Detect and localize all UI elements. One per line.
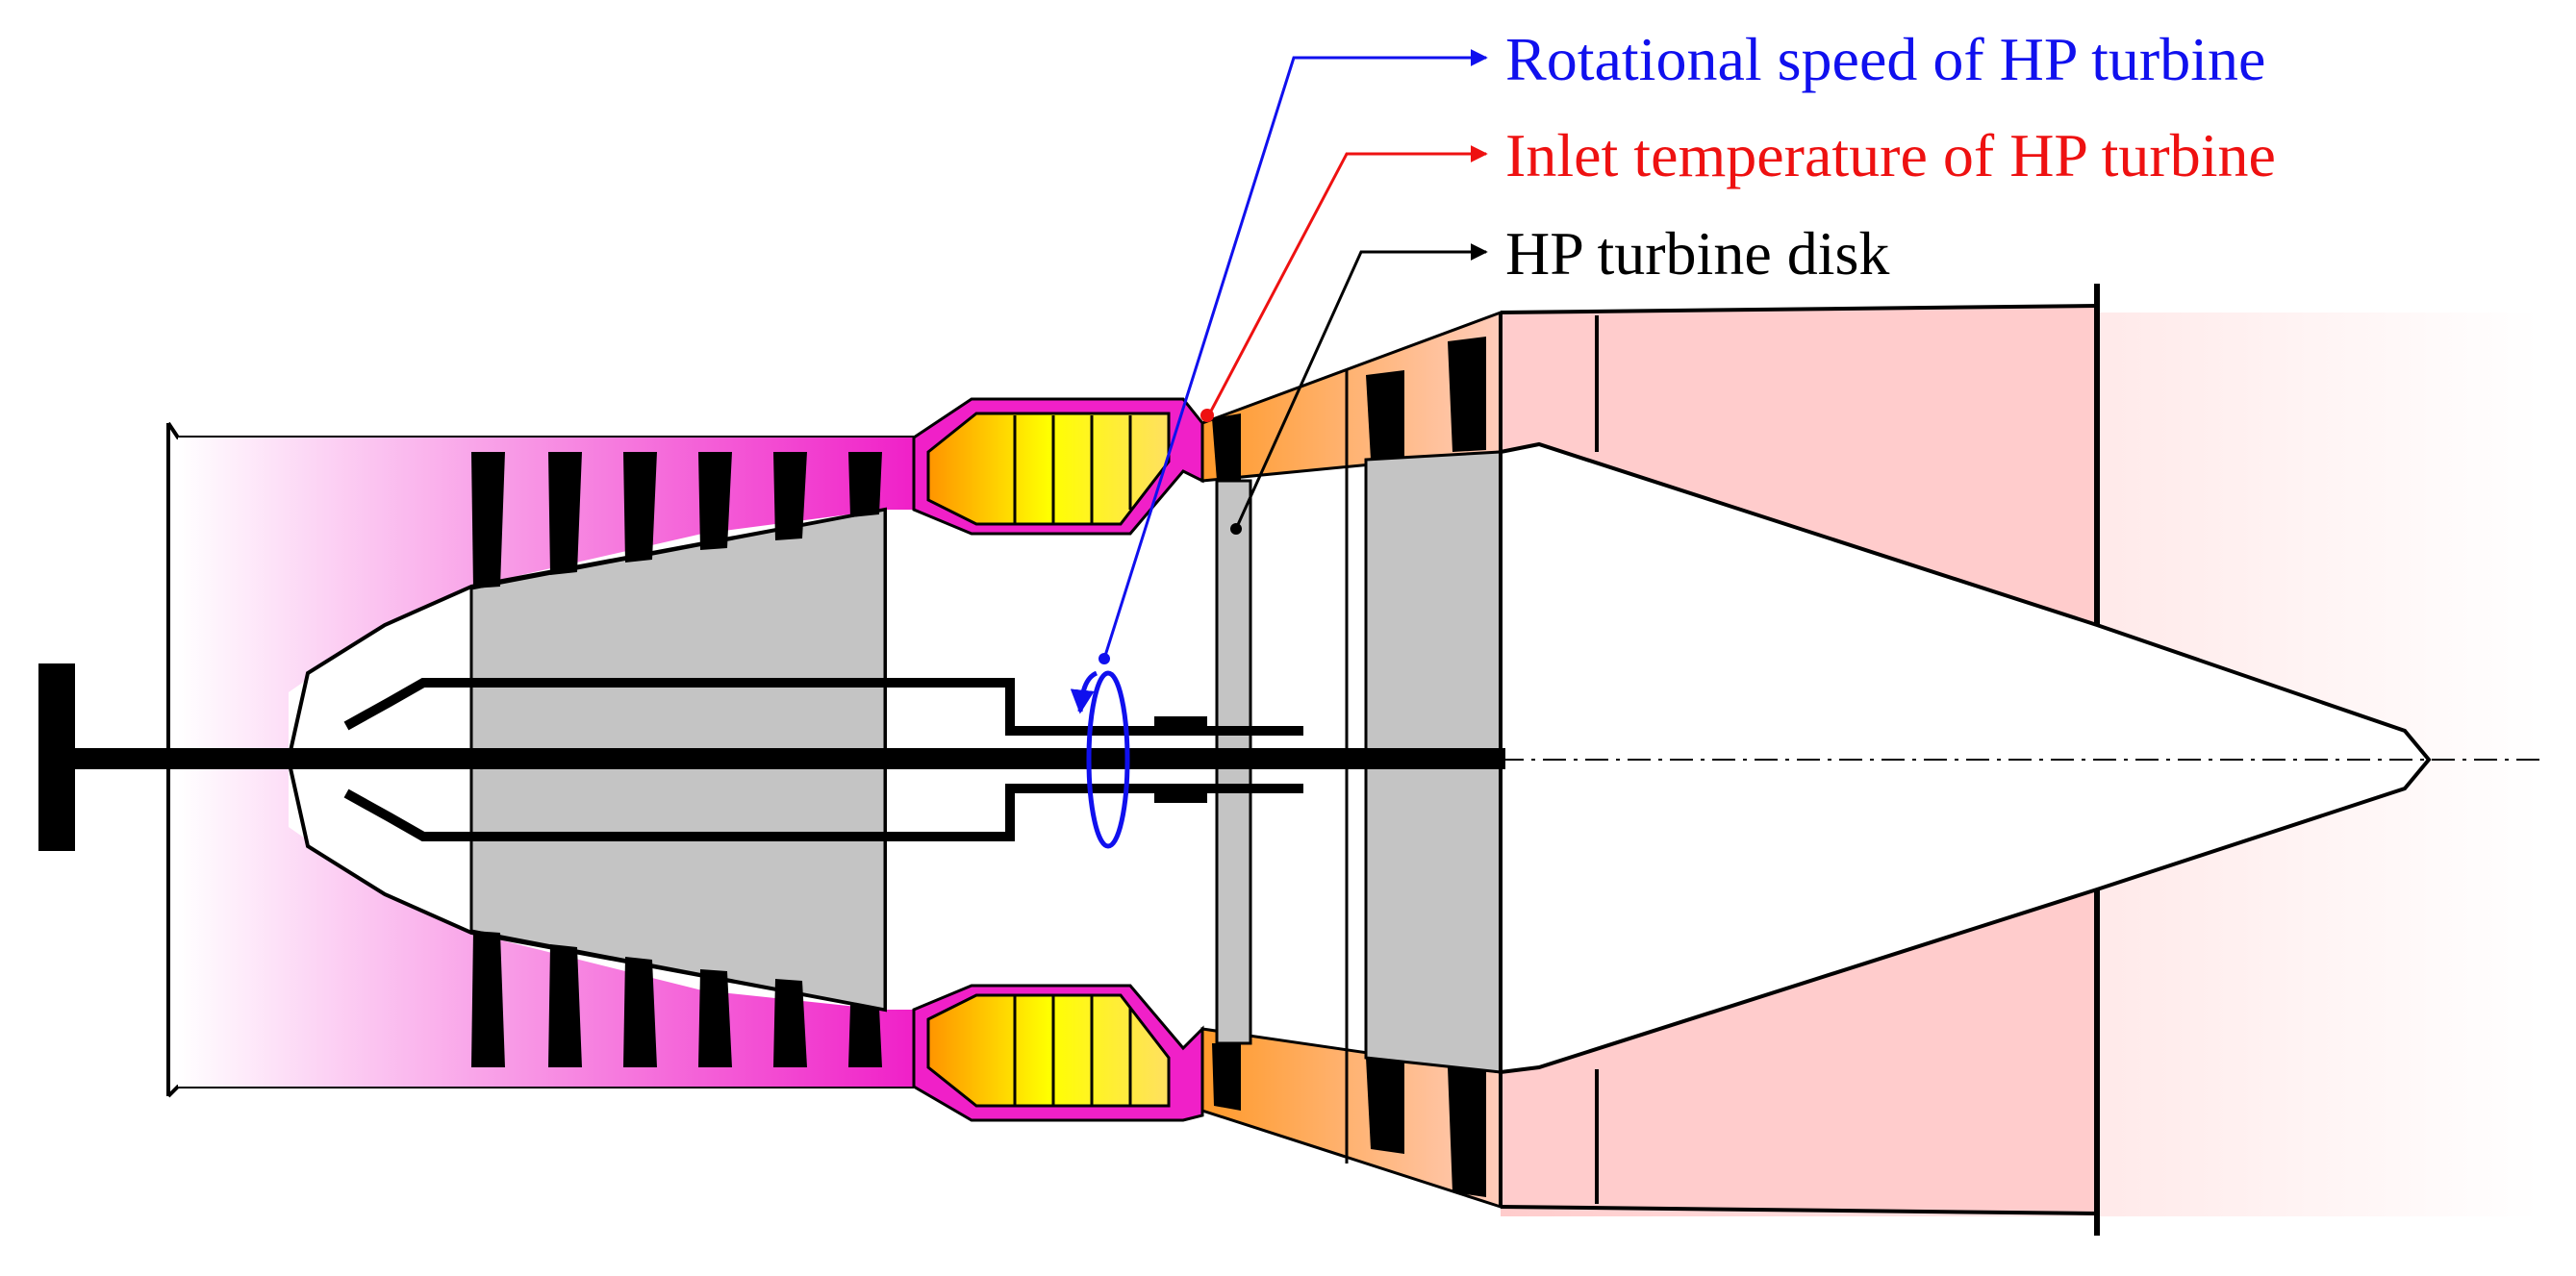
shafts <box>38 663 2539 851</box>
callout-rotational-speed: Rotational speed of HP turbine <box>1099 25 2265 664</box>
rotation-indicator <box>1070 670 1130 849</box>
combustor-bottom <box>912 984 1204 1122</box>
label-rotational-speed: Rotational speed of HP turbine <box>1505 25 2265 93</box>
label-inlet-temperature: Inlet temperature of HP turbine <box>1505 121 2276 189</box>
combustor-top <box>912 397 1204 536</box>
exhaust-cone <box>1499 441 2432 1075</box>
callout-inlet-temperature: Inlet temperature of HP turbine <box>1200 121 2276 422</box>
callout-turbine-disk: HP turbine disk <box>1230 219 1889 535</box>
label-turbine-disk: HP turbine disk <box>1505 219 1889 288</box>
